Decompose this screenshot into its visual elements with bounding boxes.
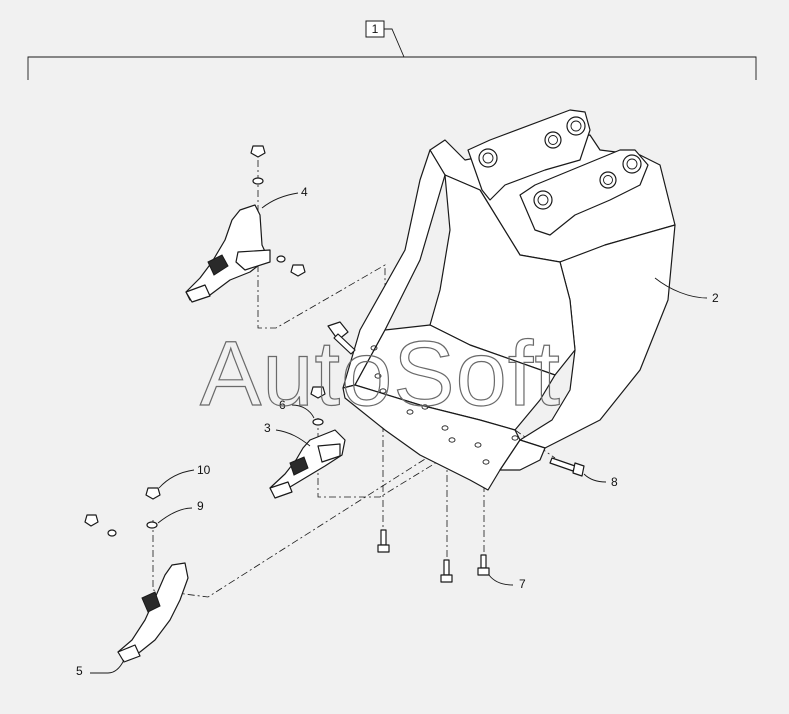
tooth-bolt-holes — [370, 345, 519, 465]
side-bolt-upper — [327, 321, 356, 355]
washer-9 — [146, 521, 158, 529]
center-lines — [152, 160, 556, 598]
callout-5: 5 — [76, 664, 83, 678]
bucket-front-face — [499, 439, 546, 471]
nut-middle — [310, 386, 326, 399]
assembly-bracket: 1 — [27, 20, 757, 80]
nut-upper — [250, 145, 266, 158]
assembly-leader — [384, 28, 405, 58]
nut-10 — [145, 487, 161, 500]
bucket-ear-right — [519, 149, 649, 236]
bucket — [342, 109, 676, 491]
callout-7: 7 — [519, 577, 526, 591]
callout-6: 6 — [279, 398, 286, 412]
side-tooth-upper — [185, 145, 306, 303]
plow-bolts-7 — [377, 529, 490, 583]
callout-10: 10 — [197, 463, 211, 477]
side-tooth-lower — [84, 487, 189, 663]
washer-upper — [252, 177, 264, 185]
center-tooth — [269, 386, 346, 499]
bucket-ear-left — [467, 109, 591, 201]
pin-bosses — [478, 116, 642, 210]
assembly-label: 1 — [372, 22, 379, 36]
bucket-inner-wall — [429, 174, 576, 376]
washer-middle — [312, 418, 324, 426]
callout-4: 4 — [301, 185, 308, 199]
callout-3: 3 — [264, 421, 271, 435]
side-nut — [290, 264, 306, 277]
callout-9: 9 — [197, 499, 204, 513]
callout-8: 8 — [611, 475, 618, 489]
side-bolt-8 — [549, 457, 585, 477]
watermark: AutoSoft — [200, 323, 561, 425]
callouts: 2 3 4 5 6 7 8 9 10 — [76, 185, 719, 678]
callout-2: 2 — [712, 291, 719, 305]
assembly-bracket-line — [27, 56, 757, 80]
tooth-adapter-5 — [117, 562, 189, 661]
